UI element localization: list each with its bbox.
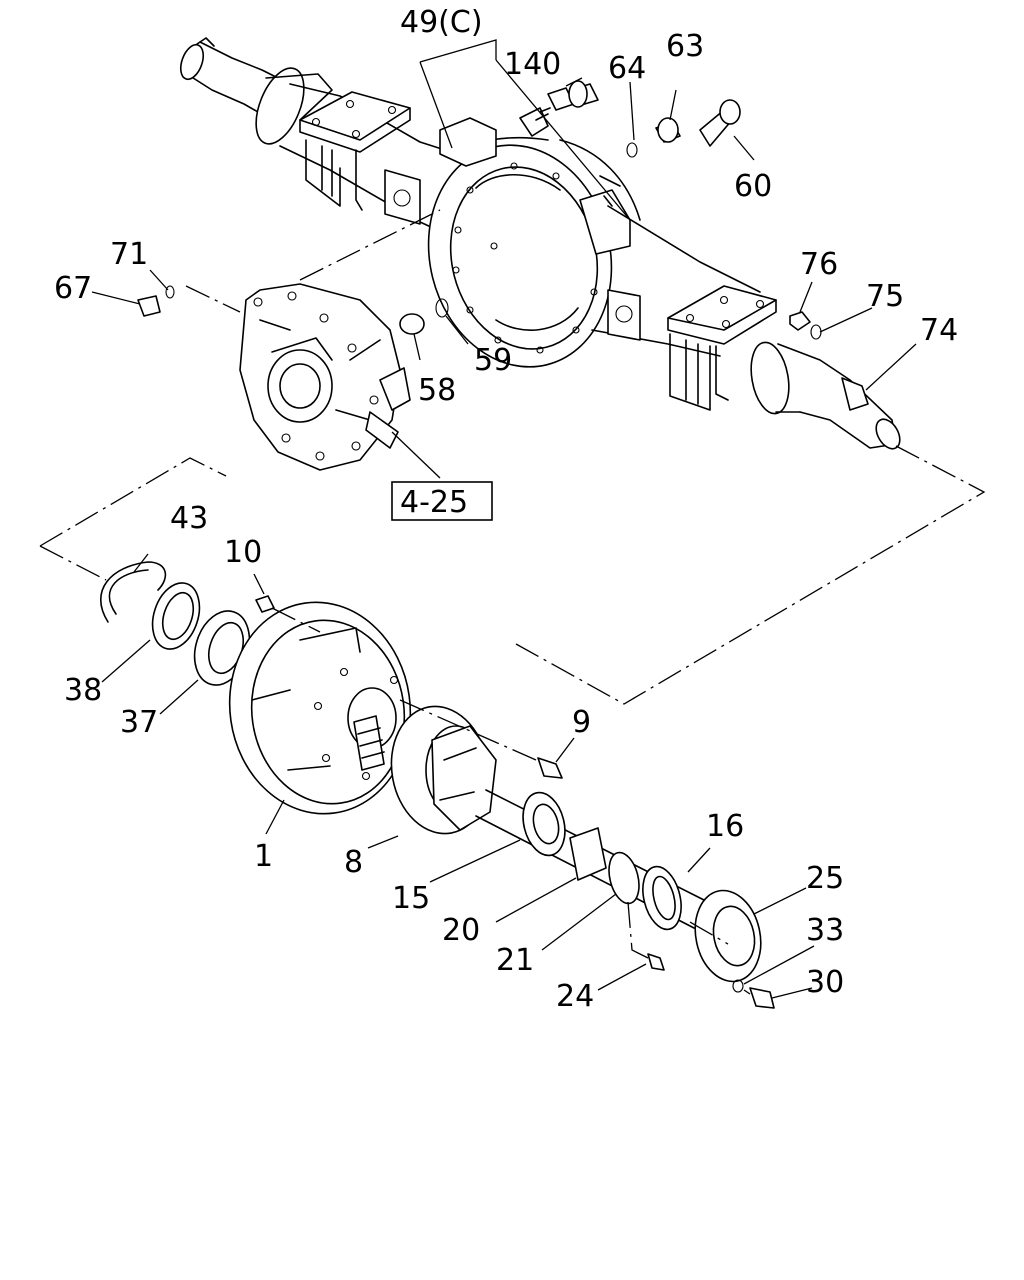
callout-8: 8 — [344, 845, 363, 880]
callout-64: 64 — [608, 51, 646, 86]
center-lines — [39, 209, 986, 995]
callout-20: 20 — [442, 913, 480, 948]
callout-16: 16 — [706, 809, 744, 844]
callout-43: 43 — [170, 501, 208, 536]
callout-74: 74 — [920, 313, 958, 348]
callout-15: 15 — [392, 881, 430, 916]
callout-140: 140 — [504, 47, 561, 82]
callout-9: 9 — [572, 705, 591, 740]
callout-21: 21 — [496, 943, 534, 978]
axle-housing — [179, 37, 901, 450]
leader-lines — [91, 39, 917, 999]
callout-1: 1 — [254, 839, 273, 874]
callout-25: 25 — [806, 861, 844, 896]
callout-4-25: 4-25 — [400, 485, 468, 520]
callout-37: 37 — [120, 705, 158, 740]
callout-labels: 49(C) 140 64 63 60 71 67 76 75 74 58 59 … — [54, 5, 958, 1014]
callout-49c: 49(C) — [400, 5, 483, 40]
callout-67: 67 — [54, 271, 92, 306]
callout-10: 10 — [224, 535, 262, 570]
callout-24: 24 — [556, 979, 594, 1014]
hub-assembly — [100, 561, 775, 1009]
callout-76: 76 — [800, 247, 838, 282]
housing-small-parts — [137, 80, 869, 411]
callout-38: 38 — [64, 673, 102, 708]
callout-58: 58 — [418, 373, 456, 408]
callout-4-25-box — [391, 481, 493, 521]
callout-33: 33 — [806, 913, 844, 948]
callout-30: 30 — [806, 965, 844, 1000]
callout-75: 75 — [866, 279, 904, 314]
callout-63: 63 — [666, 29, 704, 64]
differential-carrier — [239, 283, 411, 471]
callout-59: 59 — [474, 343, 512, 378]
callout-60: 60 — [734, 169, 772, 204]
callout-71: 71 — [110, 237, 148, 272]
